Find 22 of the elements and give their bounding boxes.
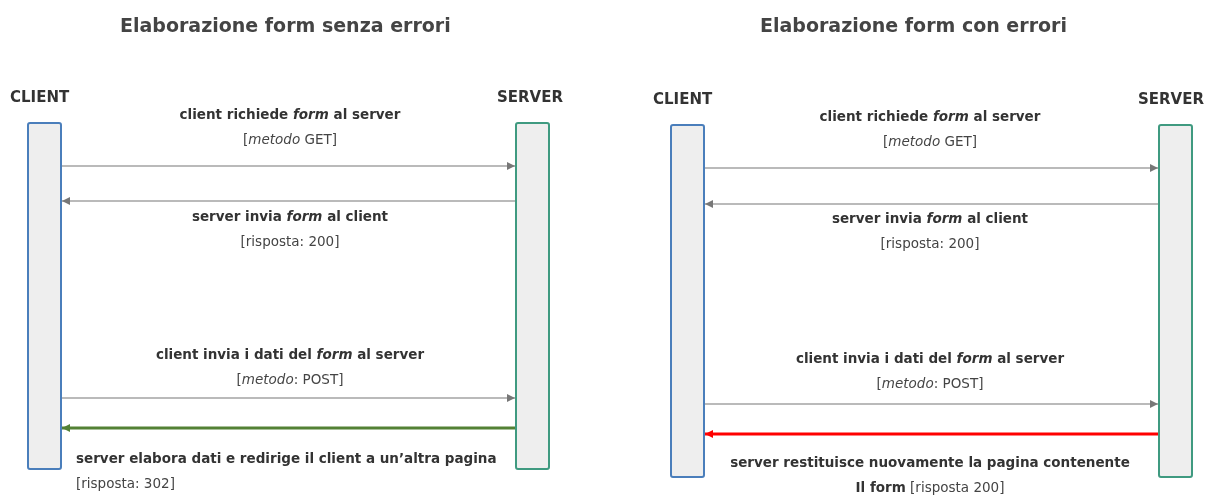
message-arrow — [61, 394, 516, 402]
message-arrow — [61, 162, 516, 170]
edge-label: client invia i dati del form al server [metodo: POST] — [794, 349, 1066, 393]
lifeline-heading: SERVER — [1138, 90, 1204, 108]
edge-label: server invia form al client [risposta: 200] — [190, 207, 390, 251]
message-arrow — [705, 430, 1158, 438]
message-arrow — [704, 200, 1159, 208]
panel-title: Elaborazione form senza errori — [120, 14, 451, 36]
panel-title: Elaborazione form con errori — [760, 14, 1067, 36]
edge-label: client richiede form al server [metodo GET] — [178, 105, 402, 149]
message-arrow — [61, 197, 516, 205]
message-arrow — [704, 164, 1159, 172]
edge-label: server elabora dati e redirige il client a un’altra pagina [risposta: 302] — [76, 449, 498, 493]
edge-label: client richiede form al server [metodo GET] — [818, 107, 1042, 151]
message-arrow — [62, 424, 515, 432]
edge-label: server invia form al client [risposta: 200] — [830, 209, 1030, 253]
lifeline-heading: CLIENT — [653, 90, 713, 108]
message-arrow — [704, 400, 1159, 408]
lifeline-heading: SERVER — [497, 88, 563, 106]
edge-label: client invia i dati del form al server [metodo: POST] — [154, 345, 426, 389]
lifeline-heading: CLIENT — [10, 88, 70, 106]
edge-label: server restituisce nuovamente la pagina contenente Il form [risposta 200] — [730, 453, 1130, 497]
